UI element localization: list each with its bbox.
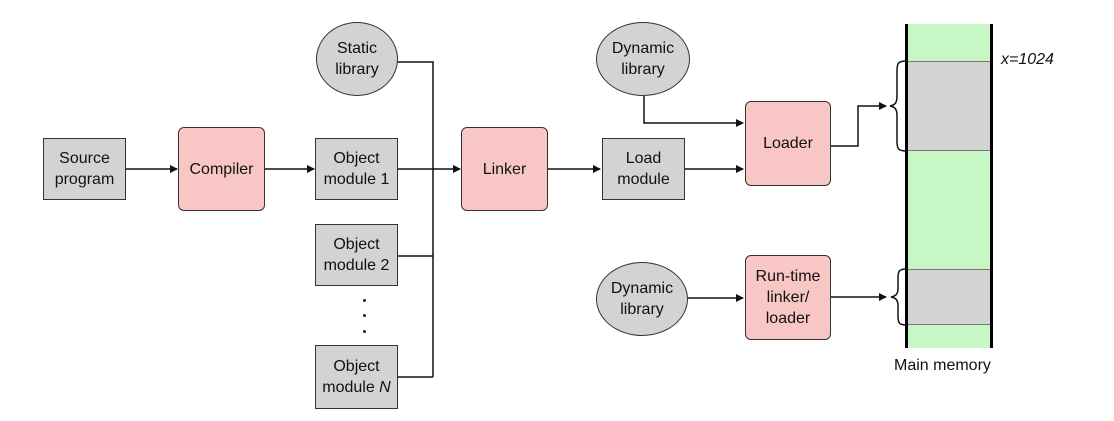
object-module-2-box: Object module 2 bbox=[315, 224, 398, 286]
ellipsis-dot bbox=[363, 299, 366, 302]
arrow-dynamic-library-to-loader bbox=[643, 96, 744, 127]
object-module-n-variable: N bbox=[379, 379, 391, 396]
memory-address-label: x=1024 bbox=[1001, 51, 1054, 68]
main-memory-caption: Main memory bbox=[894, 357, 991, 374]
source-program-label: Source program bbox=[54, 150, 115, 188]
memory-left-rail bbox=[905, 24, 908, 348]
object-module-n-text: Object module bbox=[322, 358, 380, 396]
source-program-box: Source program bbox=[43, 138, 126, 200]
static-library-label: Static library bbox=[335, 40, 379, 78]
ellipsis-dot bbox=[363, 330, 366, 333]
load-module-box: Load module bbox=[602, 138, 685, 200]
runtime-linker-loader-box: Run-time linker/ loader bbox=[745, 255, 831, 340]
compiler-label: Compiler bbox=[189, 160, 254, 178]
object-module-1-label: Object module 1 bbox=[323, 150, 390, 188]
compiler-box: Compiler bbox=[178, 127, 265, 211]
memory-right-rail bbox=[990, 24, 993, 348]
line-static-library-to-bus bbox=[397, 61, 434, 377]
loader-box: Loader bbox=[745, 101, 831, 186]
runtime-linker-loader-label: Run-time linker/ loader bbox=[755, 268, 821, 327]
memory-region-upper bbox=[907, 61, 991, 151]
ellipsis-dot bbox=[363, 314, 366, 317]
object-module-n-box: Object module N bbox=[315, 345, 398, 409]
loader-label: Loader bbox=[763, 135, 813, 152]
brace-upper-memory-region bbox=[889, 60, 908, 152]
dynamic-library-bottom-oval: Dynamic library bbox=[596, 262, 688, 336]
arrow-loader-to-memory bbox=[831, 102, 887, 147]
memory-region-lower bbox=[907, 269, 991, 325]
brace-lower-memory-region bbox=[890, 268, 908, 326]
static-library-oval: Static library bbox=[316, 22, 398, 96]
linker-label: Linker bbox=[482, 160, 527, 178]
dynamic-library-top-label: Dynamic library bbox=[611, 40, 675, 78]
load-module-label: Load module bbox=[617, 150, 670, 188]
dynamic-library-bottom-label: Dynamic library bbox=[610, 280, 674, 318]
object-module-n-label: Object module N bbox=[322, 356, 390, 398]
object-module-1-box: Object module 1 bbox=[315, 138, 398, 200]
object-module-2-label: Object module 2 bbox=[323, 236, 390, 274]
dynamic-library-top-oval: Dynamic library bbox=[596, 22, 690, 96]
linker-box: Linker bbox=[461, 127, 548, 211]
